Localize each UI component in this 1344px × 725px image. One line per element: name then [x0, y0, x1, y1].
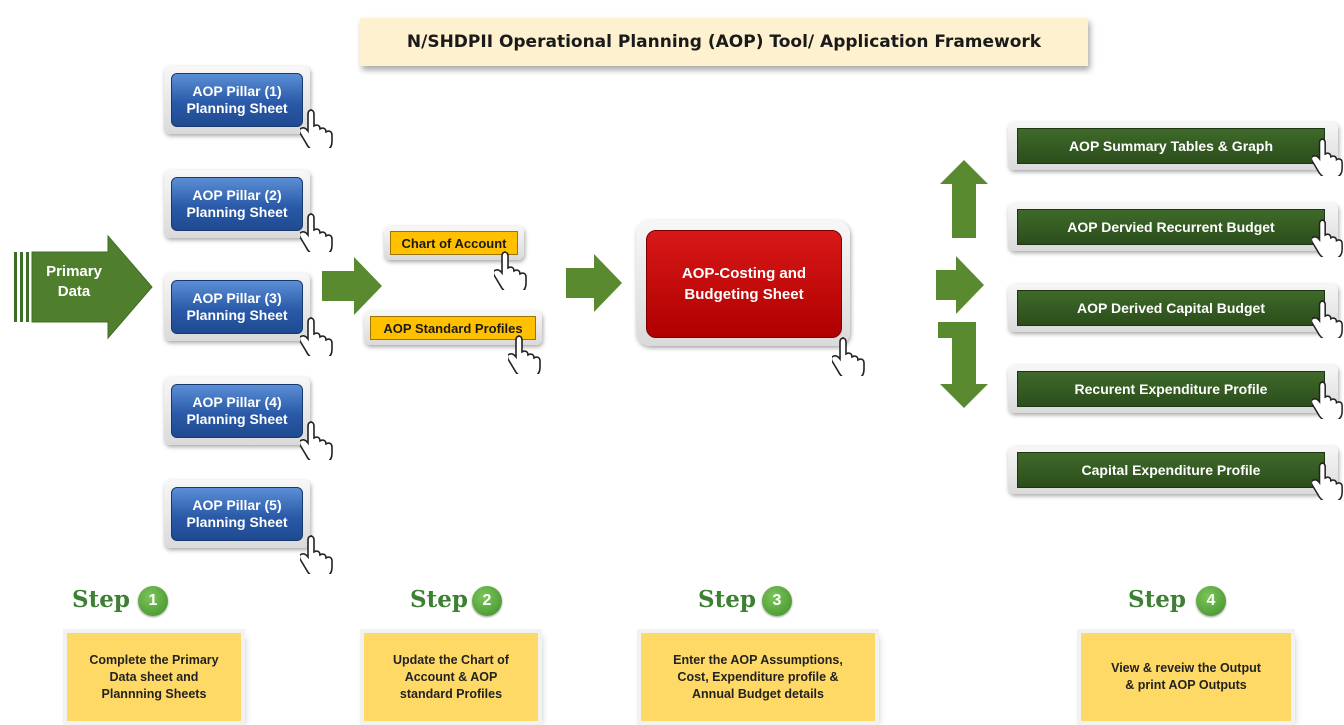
- hand-pointer-icon: [300, 213, 333, 252]
- hand-pointer-icon: [300, 317, 333, 356]
- step-2-label: Step: [410, 586, 468, 613]
- hand-pointer-icon: [300, 109, 333, 148]
- hand-pointer-icon: [300, 535, 333, 574]
- step-1-instructions: Complete the Primary Data sheet and Plan…: [67, 633, 241, 721]
- arrow-right-output: [936, 256, 984, 314]
- output-capital-profile-button[interactable]: Capital Expenditure Profile: [1017, 452, 1325, 488]
- step-2-instructions: Update the Chart of Account & AOP standa…: [364, 633, 538, 721]
- output-recurrent-profile-button[interactable]: Recurent Expenditure Profile: [1017, 371, 1325, 407]
- step-4-instructions: View & reveiw the Output & print AOP Out…: [1081, 633, 1291, 721]
- hand-pointer-icon: [1312, 462, 1343, 500]
- hand-pointer-icon: [1312, 300, 1343, 338]
- standard-profiles-button[interactable]: AOP Standard Profiles: [370, 316, 536, 340]
- output-recurrent-budget-button[interactable]: AOP Dervied Recurrent Budget: [1017, 209, 1325, 245]
- hand-pointer-icon: [832, 337, 865, 376]
- arrow-to-profiles: [322, 257, 382, 315]
- arrow-up-output: [938, 160, 988, 238]
- output-summary-button[interactable]: AOP Summary Tables & Graph: [1017, 128, 1325, 164]
- hand-pointer-icon: [1312, 381, 1343, 419]
- pillar-3-button[interactable]: AOP Pillar (3) Planning Sheet: [171, 280, 303, 334]
- hand-pointer-icon: [1312, 219, 1343, 257]
- pillar-5-button[interactable]: AOP Pillar (5) Planning Sheet: [171, 487, 303, 541]
- step-3-instructions: Enter the AOP Assumptions, Cost, Expendi…: [641, 633, 875, 721]
- primary-data-arrow: [14, 234, 153, 340]
- hand-pointer-icon: [1312, 138, 1343, 176]
- hand-pointer-icon: [508, 335, 541, 374]
- pillar-4-button[interactable]: AOP Pillar (4) Planning Sheet: [171, 384, 303, 438]
- step-3-label: Step: [698, 586, 756, 613]
- step-1-label: Step: [72, 586, 130, 613]
- pillar-1-button[interactable]: AOP Pillar (1) Planning Sheet: [171, 73, 303, 127]
- page-title: N/SHDPII Operational Planning (AOP) Tool…: [360, 18, 1088, 66]
- step-1-number: 1: [138, 586, 168, 616]
- hand-pointer-icon: [300, 421, 333, 460]
- hand-pointer-icon: [494, 251, 527, 290]
- step-4-label: Step: [1128, 586, 1186, 613]
- step-2-number: 2: [472, 586, 502, 616]
- output-capital-budget-button[interactable]: AOP Derived Capital Budget: [1017, 290, 1325, 326]
- step-3-number: 3: [762, 586, 792, 616]
- chart-of-account-button[interactable]: Chart of Account: [390, 231, 518, 255]
- arrow-down-output: [938, 322, 988, 408]
- primary-data-label: Primary Data: [46, 263, 102, 300]
- arrow-to-costing: [566, 254, 622, 312]
- step-4-number: 4: [1196, 586, 1226, 616]
- pillar-2-button[interactable]: AOP Pillar (2) Planning Sheet: [171, 177, 303, 231]
- costing-budgeting-button[interactable]: AOP-Costing and Budgeting Sheet: [646, 230, 842, 338]
